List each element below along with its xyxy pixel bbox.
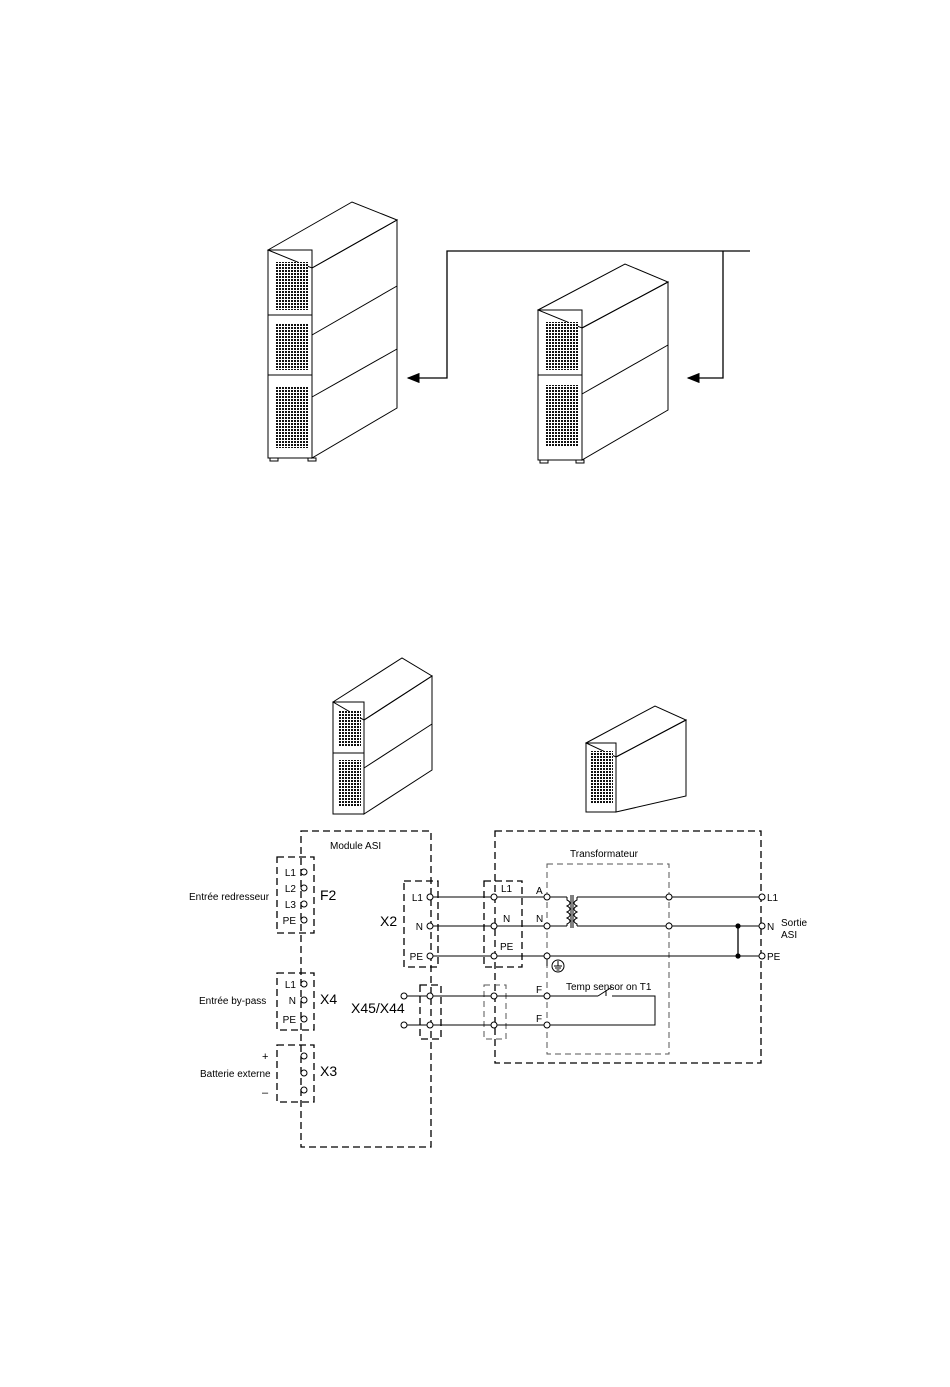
terminal-label: F: [536, 1014, 542, 1025]
junction-dot: [735, 923, 740, 928]
x2-connector-label: X2: [380, 913, 397, 929]
temp-sensor-label: Temp sensor on T1: [566, 982, 652, 993]
terminal-label: L2: [285, 884, 297, 895]
terminal-label: L1: [501, 884, 513, 895]
transformer-label: Transformateur: [570, 849, 639, 860]
terminal-label: L1: [285, 980, 297, 991]
x45-connector-label: X45/X44: [351, 1000, 405, 1016]
f2-connector-label: F2: [320, 887, 337, 903]
battery-plus-label: +: [262, 1051, 268, 1063]
ups-module-illustration: [333, 658, 432, 814]
x4-connector-label: X4: [320, 991, 337, 1007]
bypass-input-label: Entrée by-pass: [199, 996, 266, 1007]
transformer-cabinet-frame: [495, 831, 761, 1063]
terminal-label: PE: [767, 952, 781, 963]
terminal-label: L3: [285, 900, 297, 911]
battery-minus-label: –: [262, 1087, 269, 1099]
terminal-label: L1: [412, 893, 424, 904]
terminal-label: L1: [767, 893, 779, 904]
terminal-label: A: [536, 886, 543, 897]
transformer-illustration: [586, 706, 686, 812]
output-label-line2: ASI: [781, 930, 797, 941]
ups-tower-three-modules: [268, 202, 397, 461]
transformer-coil-symbol: [567, 895, 577, 928]
x3-terminal-block: [277, 1045, 314, 1102]
output-label: Sortie: [781, 918, 808, 929]
terminal-label: N: [767, 922, 774, 933]
terminal-circles: [301, 869, 765, 1093]
terminal-label: N: [289, 996, 296, 1007]
battery-label: Batterie externe: [200, 1069, 271, 1080]
earth-ground-icon: [552, 960, 564, 972]
x3-connector-label: X3: [320, 1063, 337, 1079]
ups-tower-two-modules: [538, 264, 668, 463]
terminal-label: N: [503, 914, 510, 925]
terminal-label: N: [536, 914, 543, 925]
rectifier-input-label: Entrée redresseur: [189, 892, 270, 903]
module-asi-frame: [301, 831, 431, 1147]
terminal-label: PE: [410, 952, 424, 963]
module-asi-label: Module ASI: [330, 841, 381, 852]
terminal-label: N: [416, 922, 423, 933]
terminal-label: PE: [283, 1015, 297, 1026]
junction-dot: [735, 953, 740, 958]
power-lines: [404, 897, 762, 1025]
terminal-label: PE: [283, 916, 297, 927]
terminal-label: PE: [500, 942, 514, 953]
terminal-label: L1: [285, 868, 297, 879]
callout-arrows: [408, 251, 750, 378]
terminal-label: F: [536, 985, 542, 996]
